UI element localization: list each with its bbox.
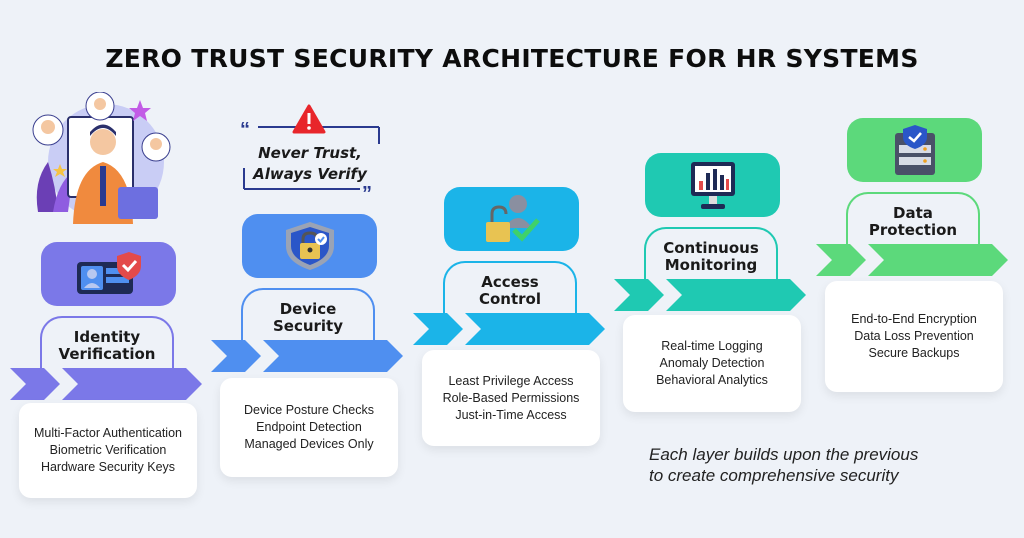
detail-item: Role-Based Permissions [442,390,580,405]
chevron-arrow-icon [10,368,202,400]
svg-text:”: ” [362,183,372,194]
detail-item: Managed Devices Only [244,437,374,451]
warning-icon [292,104,326,134]
detail-item: Behavioral Analytics [656,373,768,387]
quote-frame: “ ” [240,119,380,194]
svg-text:“: “ [240,119,250,141]
chevron-arrow-icon [816,244,1008,276]
chevron-arrow-icon [614,279,806,311]
step-icon-box [645,153,780,217]
note-line-2: to create comprehensive security [649,466,899,485]
detail-item: Anomaly Detection [659,356,765,370]
detail-item: Hardware Security Keys [40,460,176,474]
page-title: ZERO TRUST SECURITY ARCHITECTURE FOR HR … [105,44,919,73]
server-shield-icon [889,123,941,177]
detail-item: Biometric Verification [49,443,167,457]
chevron-arrow-icon [211,340,403,372]
unlock-user-icon [482,192,542,246]
detail-item: Just-in-Time Access [455,407,567,422]
motto-quote: “ ” Never Trust, Always Verify [238,104,382,194]
detail-item: Least Privilege Access [448,373,574,388]
summary-note: Each layer builds upon the previous to c… [649,444,918,486]
hr-team-illustration [32,92,171,224]
quote-line-1: Never Trust, [258,144,362,162]
step-icon-box [41,242,176,306]
shield-lock-icon [282,220,338,272]
detail-item: Endpoint Detection [256,420,362,434]
detail-item: Device Posture Checks [244,403,374,417]
step-icon-box [847,118,982,182]
detail-item: End-to-End Encryption [851,312,977,326]
quote-line-2: Always Verify [253,165,367,183]
step-icon-box [444,187,579,251]
id-card-shield-icon [74,250,144,298]
step-icon-box [242,214,377,278]
chevron-arrow-icon [413,313,605,345]
detail-item: Multi-Factor Authentication [34,426,182,440]
note-line-1: Each layer builds upon the previous [649,445,919,464]
monitor-chart-icon [688,159,738,211]
detail-item: Real-time Logging [661,339,763,353]
detail-item: Data Loss Prevention [854,329,974,343]
detail-item: Secure Backups [868,346,960,360]
